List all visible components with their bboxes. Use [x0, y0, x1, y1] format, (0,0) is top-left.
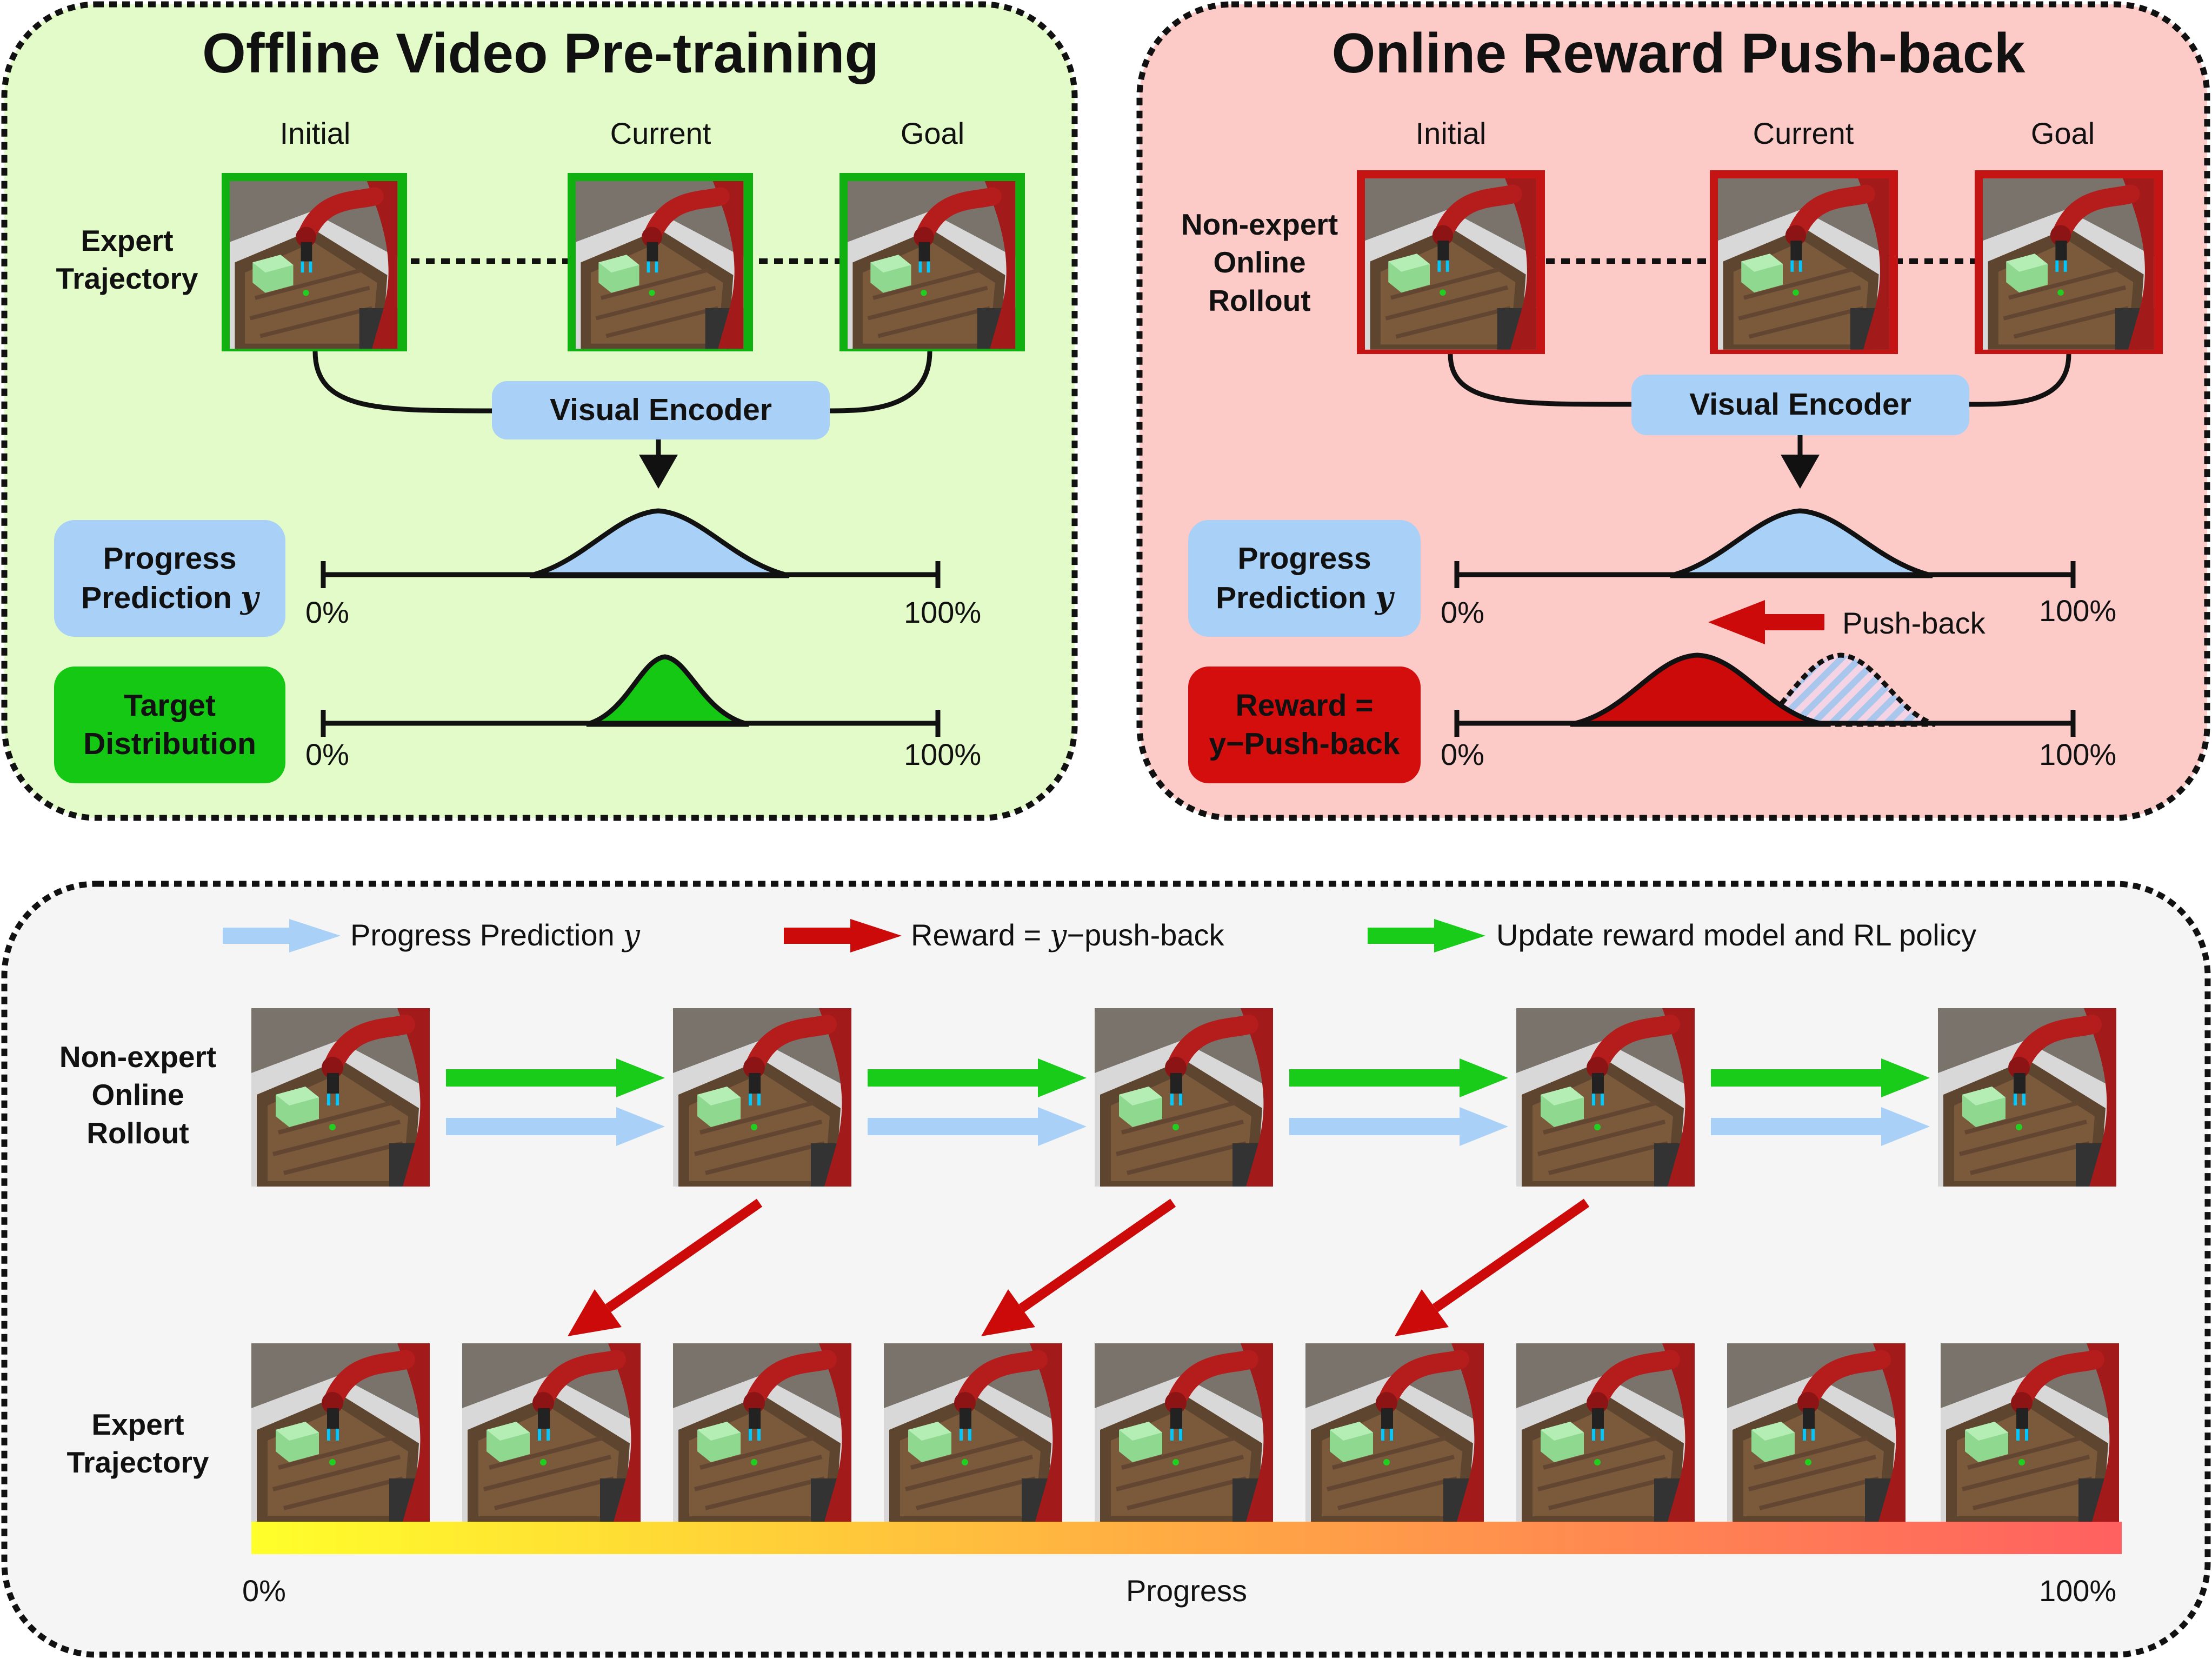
online-frame-goal [1975, 170, 2163, 354]
offline-target-curve [585, 654, 750, 727]
offline-visual-encoder: Visual Encoder [492, 381, 830, 439]
offline-target-axis-min: 0% [305, 737, 349, 771]
legend-progress: Progress Prediction y [350, 918, 640, 953]
offline-frame-goal [840, 173, 1025, 351]
online-progress-axis-min: 0% [1441, 595, 1484, 629]
progress-arrow [1289, 1107, 1508, 1146]
progress-arrow [868, 1107, 1087, 1146]
offline-connector-right [829, 351, 932, 414]
offline-progress-axis [321, 508, 941, 588]
pushback-arrow [1708, 600, 1824, 644]
legend-update: Update reward model and RL policy [1496, 918, 1977, 952]
online-frame-initial [1357, 170, 1545, 354]
offline-progress-axis-max: 100% [904, 595, 982, 629]
legend-reward: Reward = y−push-back [911, 918, 1224, 953]
online-visual-encoder: Visual Encoder [1631, 375, 1969, 435]
offline-progress-axis-min: 0% [305, 595, 349, 629]
expert-frame [251, 1343, 430, 1522]
offline-frame-label-goal: Goal [900, 116, 965, 150]
online-progress-label: Progress Prediction [1216, 541, 1371, 615]
offline-target-axis-max: 100% [904, 737, 982, 771]
online-reward-axis [1454, 652, 2076, 737]
offline-progress-curve [529, 508, 790, 578]
offline-progress-symbol: y [240, 579, 258, 616]
expert-frame [1305, 1343, 1484, 1522]
online-frame-label-initial: Initial [1415, 116, 1487, 150]
bottom-expert-label: Expert Trajectory [66, 1408, 209, 1480]
online-title: Online Reward Push-back [1331, 22, 2026, 85]
offline-row-label: Expert Trajectory [56, 224, 198, 296]
offline-frame-label-initial: Initial [279, 116, 351, 150]
offline-progress-pill: Progress Prediction y [54, 520, 285, 637]
rollout-frame [1516, 1008, 1695, 1187]
online-progress-axis-max: 100% [2039, 594, 2117, 628]
reward-arrow [568, 1198, 763, 1336]
progress-arrow [1711, 1107, 1930, 1146]
update-arrow [1289, 1058, 1508, 1097]
rollout-frame [1938, 1008, 2116, 1187]
offline-target-pill: Target Distribution [54, 667, 285, 783]
online-reward-axis-min: 0% [1441, 737, 1484, 771]
bottom-axis-max: 100% [2039, 1574, 2117, 1608]
reward-arrow [981, 1198, 1176, 1336]
legend-arrow-red [784, 919, 902, 952]
bottom-rollout-label: Non-expert Online Rollout [59, 1040, 217, 1150]
online-progress-curve [1669, 508, 1934, 578]
online-connector-right [1967, 354, 2071, 407]
online-reward-label-line1: Reward = [1235, 688, 1374, 723]
expert-frame [1516, 1343, 1695, 1522]
offline-frame-initial [222, 173, 407, 351]
bottom-panel [1, 881, 2211, 1658]
legend-arrow-blue [223, 919, 341, 952]
online-shifted-curve [1756, 652, 1936, 727]
expert-frame [1095, 1343, 1273, 1522]
rollout-arrows [446, 1058, 1930, 1146]
update-arrow [868, 1058, 1087, 1097]
online-progress-pill: Progress Prediction y [1188, 520, 1421, 637]
online-frame-label-goal: Goal [2030, 116, 2095, 150]
online-reward-pill: Reward = y−Push-back [1188, 667, 1421, 783]
offline-progress-label: Progress Prediction [81, 541, 237, 615]
expert-frame [673, 1343, 851, 1522]
update-arrow [446, 1058, 665, 1097]
online-reward-label-line2: y−Push-back [1209, 727, 1400, 761]
reward-arrows [568, 1198, 1590, 1336]
legend-arrow-green [1368, 919, 1485, 952]
update-arrow [1711, 1058, 1930, 1097]
expert-frame [884, 1343, 1062, 1522]
rollout-frame [673, 1008, 851, 1187]
pushback-label: Push-back [1842, 606, 1986, 640]
online-frame-current [1710, 170, 1898, 354]
online-reward-curve [1570, 652, 1825, 727]
offline-connector-left [312, 351, 492, 414]
bottom-progress-label: Progress [1125, 1574, 1248, 1608]
online-frame-label-current: Current [1753, 116, 1854, 150]
progress-arrow [446, 1107, 665, 1146]
expert-frame [1941, 1343, 2119, 1522]
rollout-frame [251, 1008, 430, 1187]
reward-arrow [1395, 1198, 1590, 1336]
progress-gradient-bar [251, 1522, 2122, 1554]
online-row-label: Non-expert Online Rollout [1181, 208, 1338, 317]
online-reward-axis-max: 100% [2039, 737, 2117, 771]
expert-frame [462, 1343, 641, 1522]
expert-frame [1727, 1343, 1905, 1522]
offline-title: Offline Video Pre-training [202, 22, 879, 85]
online-progress-axis [1454, 508, 2076, 588]
online-connector-left [1448, 354, 1633, 407]
offline-frame-label-current: Current [610, 116, 711, 150]
offline-target-axis [321, 654, 941, 737]
bottom-axis-min: 0% [242, 1574, 286, 1608]
offline-frame-current [568, 173, 753, 351]
rollout-frame [1095, 1008, 1273, 1187]
online-progress-symbol: y [1375, 579, 1393, 616]
